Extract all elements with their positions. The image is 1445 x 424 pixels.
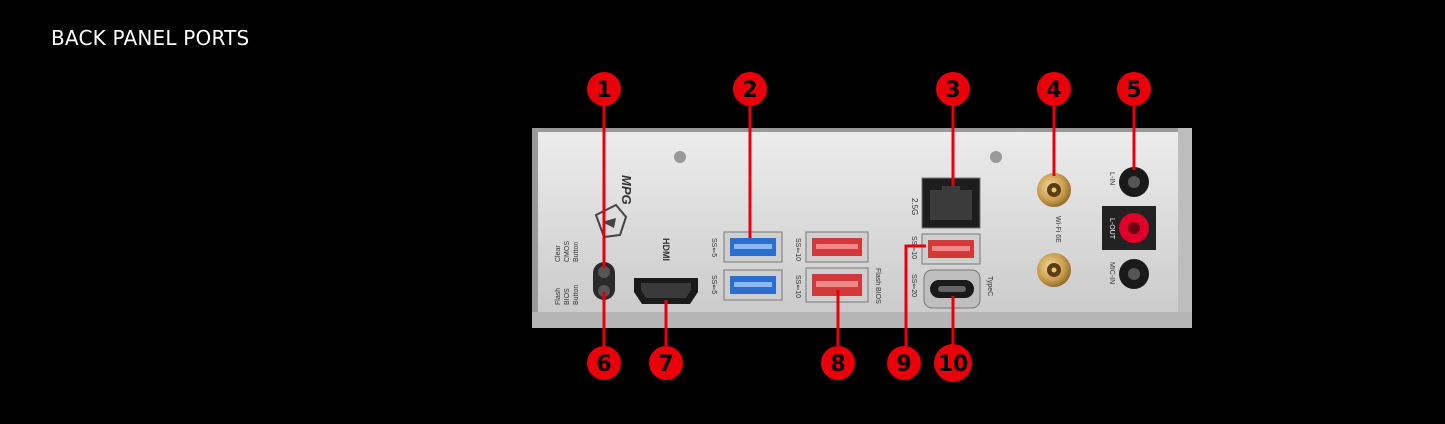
button-label: Button bbox=[573, 242, 580, 262]
screw-hole-right bbox=[990, 151, 1002, 163]
callout-10: 10 bbox=[934, 344, 972, 382]
mic-in-label: MIC-IN bbox=[1108, 262, 1115, 284]
clear-cmos-button[interactable] bbox=[593, 262, 615, 300]
callout-2: 2 bbox=[733, 72, 767, 106]
usb-10g-port-right[interactable] bbox=[921, 233, 981, 265]
usb-10g-top-label: SS⇐10 bbox=[794, 238, 801, 261]
callout-9: 9 bbox=[887, 346, 921, 380]
line-in-label: L-IN bbox=[1108, 172, 1115, 185]
audio-line-out-jack[interactable] bbox=[1119, 213, 1149, 243]
screw-hole-left bbox=[674, 151, 686, 163]
wifi-label: Wi-Fi 6E bbox=[1054, 216, 1061, 243]
io-shield bbox=[532, 128, 1192, 328]
usb-5g-top-label: SS⇐5 bbox=[710, 238, 717, 257]
svg-text:6: 6 bbox=[596, 352, 611, 377]
callout-8: 8 bbox=[821, 346, 855, 380]
svg-text:7: 7 bbox=[658, 352, 673, 377]
usb-10g-right-label: SS⇐10 bbox=[910, 236, 917, 259]
flash-label: Flash bbox=[555, 288, 562, 305]
callout-1: 1 bbox=[587, 72, 621, 106]
brand-logo-text: MPG bbox=[619, 175, 634, 205]
audio-mic-in-jack[interactable] bbox=[1119, 259, 1149, 289]
line-out-label: L-OUT bbox=[1108, 218, 1115, 240]
clear-label: Clear bbox=[555, 245, 562, 262]
hdmi-port[interactable] bbox=[634, 278, 698, 304]
svg-text:4: 4 bbox=[1046, 78, 1061, 103]
svg-text:1: 1 bbox=[596, 78, 611, 103]
svg-text:8: 8 bbox=[830, 352, 845, 377]
flash-bios-port-label: Flash BIOS bbox=[874, 268, 881, 304]
wifi-antenna-connector-top[interactable] bbox=[1037, 173, 1071, 207]
hdmi-label: HDMI bbox=[661, 238, 671, 261]
usb-5g-port-bottom[interactable] bbox=[723, 269, 783, 301]
audio-line-in-jack[interactable] bbox=[1119, 167, 1149, 197]
svg-text:9: 9 bbox=[896, 352, 911, 377]
usb-10g-port-top[interactable] bbox=[805, 231, 869, 263]
leader-line-9 bbox=[904, 244, 926, 348]
svg-text:5: 5 bbox=[1126, 78, 1141, 103]
button-labels: Clear CMOS Button Flash BIOS Button bbox=[555, 241, 580, 305]
usb-5g-bottom-label: SS⇐5 bbox=[710, 275, 717, 294]
usb-typec-port[interactable] bbox=[923, 269, 981, 309]
svg-text:10: 10 bbox=[938, 352, 969, 377]
callout-leader-lines bbox=[602, 104, 1136, 348]
lan-speed-label: 2.5G bbox=[910, 198, 919, 215]
cmos-label: CMOS bbox=[564, 241, 571, 262]
typec-label: TypeC bbox=[986, 276, 993, 296]
callout-5: 5 bbox=[1117, 72, 1151, 106]
usb-10g-bottom-label: SS⇐10 bbox=[794, 275, 801, 298]
usb-typec-label: SS⇐20 bbox=[910, 274, 917, 297]
callout-4: 4 bbox=[1037, 72, 1071, 106]
bios-label: BIOS bbox=[564, 288, 571, 305]
lan-port[interactable] bbox=[921, 177, 981, 229]
button-label-2: Button bbox=[573, 285, 580, 305]
callout-3: 3 bbox=[936, 72, 970, 106]
wifi-antenna-connector-bottom[interactable] bbox=[1037, 253, 1071, 287]
page-title: BACK PANEL PORTS bbox=[51, 26, 250, 50]
callout-6: 6 bbox=[587, 346, 621, 380]
usb-5g-port-top[interactable] bbox=[723, 231, 783, 263]
svg-text:2: 2 bbox=[742, 78, 757, 103]
callout-7: 7 bbox=[649, 346, 683, 380]
svg-text:3: 3 bbox=[945, 78, 960, 103]
